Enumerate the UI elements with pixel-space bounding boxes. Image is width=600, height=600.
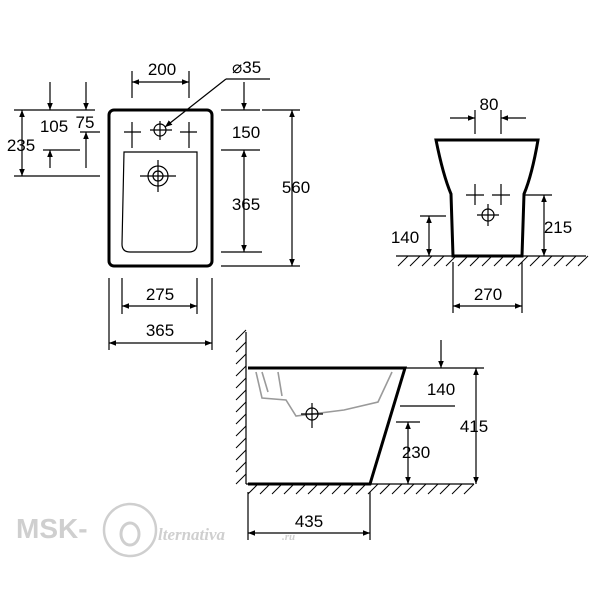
dim-label-105: 105 <box>40 117 68 136</box>
dimension-365-width: 365 <box>108 278 213 350</box>
watermark: MSK- lternativa .ru <box>16 502 295 558</box>
front-fixing-hole-right <box>492 184 510 205</box>
dimension-diameter-35: ⌀35 <box>164 58 270 128</box>
dim-label-150: 150 <box>232 123 260 142</box>
dimension-75: 75 <box>76 82 100 168</box>
dimension-270: 270 <box>452 262 523 313</box>
front-fixing-hole-left <box>466 184 484 205</box>
dimension-200: 200 <box>131 60 190 98</box>
dim-label-140-front: 140 <box>391 228 419 247</box>
fixing-hole-left <box>124 122 141 148</box>
dimension-560: 560 <box>221 109 310 267</box>
side-wall-hatch <box>235 329 247 485</box>
dim-label-diameter-35: ⌀35 <box>232 58 261 77</box>
dim-label-560: 560 <box>282 178 310 197</box>
dimension-140-side: 140 <box>400 340 484 407</box>
dim-label-215: 215 <box>544 218 572 237</box>
dimension-235: 235 <box>7 109 100 177</box>
side-view: 140 415 230 435 <box>235 329 488 540</box>
dim-label-365-height: 365 <box>232 195 260 214</box>
front-floor-hatch <box>396 255 589 267</box>
dim-label-275: 275 <box>146 285 174 304</box>
dim-label-75: 75 <box>76 113 95 132</box>
dimension-415: 415 <box>460 368 488 484</box>
top-view-bowl <box>121 151 198 253</box>
watermark-brand: MSK- <box>16 513 88 544</box>
dimension-140-front: 140 <box>391 215 446 256</box>
drain-hole <box>140 160 176 192</box>
side-view-outline <box>248 366 408 486</box>
watermark-tail: lternativa <box>158 525 226 544</box>
front-view: 80 140 215 270 <box>391 95 589 313</box>
dimension-230: 230 <box>396 421 430 484</box>
dim-label-230: 230 <box>402 443 430 462</box>
dim-label-415: 415 <box>460 417 488 436</box>
watermark-at-icon <box>102 502 158 558</box>
dim-label-365-width: 365 <box>146 321 174 340</box>
watermark-ru: .ru <box>282 531 295 543</box>
front-view-outline <box>434 138 540 258</box>
dim-label-200: 200 <box>148 60 176 79</box>
side-view-rim <box>261 371 283 397</box>
top-view: 200 ⌀35 105 75 235 <box>7 58 310 350</box>
dimension-215: 215 <box>524 194 572 256</box>
top-view-outline <box>107 108 214 268</box>
dim-label-140-side: 140 <box>427 380 455 399</box>
dimension-150: 150 <box>221 82 260 151</box>
dim-label-235: 235 <box>7 136 35 155</box>
dimension-365-height: 365 <box>221 150 262 253</box>
dim-label-435: 435 <box>295 512 323 531</box>
fixing-hole-right <box>180 122 197 148</box>
dimension-80: 80 <box>450 95 526 134</box>
dimension-435: 435 <box>247 492 371 540</box>
dim-label-80: 80 <box>480 95 499 114</box>
side-drain-hole <box>301 403 323 428</box>
tap-hole-center <box>150 121 172 140</box>
dimension-275: 275 <box>121 278 198 314</box>
dim-label-270: 270 <box>474 285 502 304</box>
front-drain-hole <box>477 204 499 226</box>
side-view-inner-bowl <box>255 371 393 417</box>
